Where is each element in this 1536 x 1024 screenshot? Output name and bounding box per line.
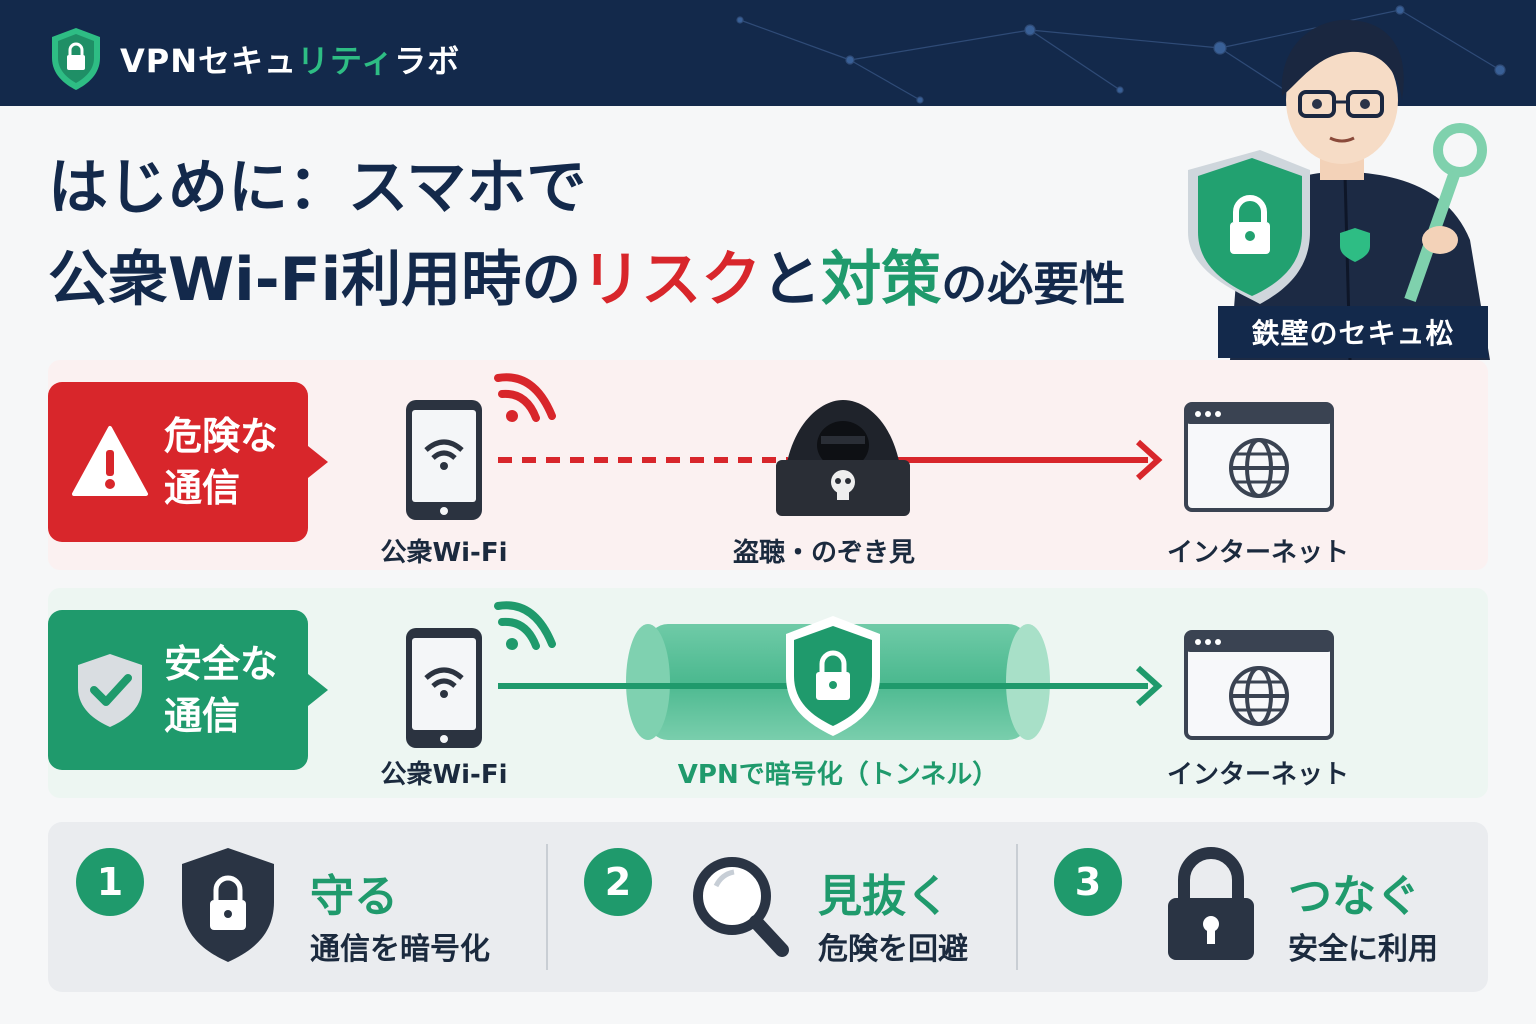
danger-badge: 危険な通信 — [48, 382, 328, 542]
danger-connection-row: 危険な通信 公衆Wi-Fi 盗聴・のぞき見 — [48, 360, 1488, 570]
step-divider — [546, 844, 548, 970]
title-tail: の必要性 — [941, 257, 1126, 311]
steps-panel: 1 守る 通信を暗号化 2 見抜く 危険を回避 3 つなぐ 安全に利用 — [48, 822, 1488, 992]
step-title: 守る — [310, 871, 398, 922]
step-title: つなぐ — [1288, 871, 1420, 922]
title-measure: 対策 — [821, 245, 942, 315]
safe-badge: 安全な通信 — [48, 610, 328, 770]
title-part: と — [761, 245, 822, 315]
step-number: 3 — [1054, 848, 1122, 916]
internet-browser-icon — [1184, 630, 1334, 740]
title-part: 公衆Wi-Fi利用時の — [48, 245, 582, 315]
safe-internet-caption: インターネット — [1166, 760, 1349, 790]
network-pattern-icon — [736, 5, 1506, 104]
brand-name-tail: ラボ — [394, 42, 461, 80]
step-number: 1 — [76, 848, 144, 916]
step-protect: 1 守る 通信を暗号化 — [48, 822, 508, 992]
wifi-signal-icon — [494, 373, 556, 422]
internet-browser-icon — [1184, 402, 1334, 512]
step-subtitle: 通信を暗号化 — [310, 932, 490, 967]
danger-flow-arrows — [498, 400, 1163, 516]
step-connect: 3 つなぐ 安全に利用 — [1026, 822, 1486, 992]
brand-name-accent: リティ — [297, 42, 395, 80]
eavesdrop-caption: 盗聴・のぞき見 — [732, 538, 915, 568]
step-subtitle: 危険を回避 — [818, 932, 968, 967]
vpn-tunnel-flow — [498, 616, 1163, 740]
brand-name: VPNセキュリティラボ — [120, 36, 460, 82]
smartphone-icon — [406, 628, 482, 748]
step-title: 見抜く — [818, 871, 950, 922]
page-title: はじめに：スマホで 公衆Wi-Fi利用時のリスクと対策の必要性 — [48, 142, 1228, 330]
padlock-icon — [1168, 847, 1254, 960]
magnifier-icon — [693, 857, 789, 957]
check-shield-icon — [78, 654, 142, 727]
step-number: 2 — [584, 848, 652, 916]
vpn-shield-icon — [786, 616, 880, 736]
title-line-1: はじめに：スマホで — [48, 153, 587, 223]
safe-badge-label: 安全な通信 — [164, 642, 279, 738]
step-detect: 2 見抜く 危険を回避 — [556, 822, 1016, 992]
vpn-tunnel-caption: VPNで暗号化（トンネル） — [677, 760, 999, 790]
danger-internet-caption: インターネット — [1166, 538, 1349, 568]
step-divider — [1016, 844, 1018, 970]
header-bar: VPNセキュリティラボ — [0, 0, 1536, 106]
brand-name-main: VPNセキュ — [120, 42, 298, 80]
shield-lock-icon — [182, 848, 274, 962]
brand-logo[interactable]: VPNセキュリティラボ — [48, 26, 460, 92]
danger-badge-label: 危険な通信 — [164, 414, 279, 510]
hacker-icon — [776, 400, 910, 516]
safe-phone-caption: 公衆Wi-Fi — [380, 760, 508, 790]
title-risk: リスク — [581, 245, 762, 315]
danger-phone-caption: 公衆Wi-Fi — [380, 538, 508, 568]
safe-connection-row: 安全な通信 公衆Wi-Fi VPNで暗号化（トンネル） — [48, 588, 1488, 798]
shield-lock-icon — [52, 28, 100, 90]
step-subtitle: 安全に利用 — [1288, 932, 1438, 967]
title-line-2: 公衆Wi-Fi利用時のリスクと対策の必要性 — [48, 234, 1228, 330]
character-name-tag: 鉄壁のセキュ松 — [1218, 306, 1488, 358]
warning-icon — [72, 426, 148, 496]
wifi-signal-icon — [494, 601, 556, 650]
smartphone-icon — [406, 400, 482, 520]
